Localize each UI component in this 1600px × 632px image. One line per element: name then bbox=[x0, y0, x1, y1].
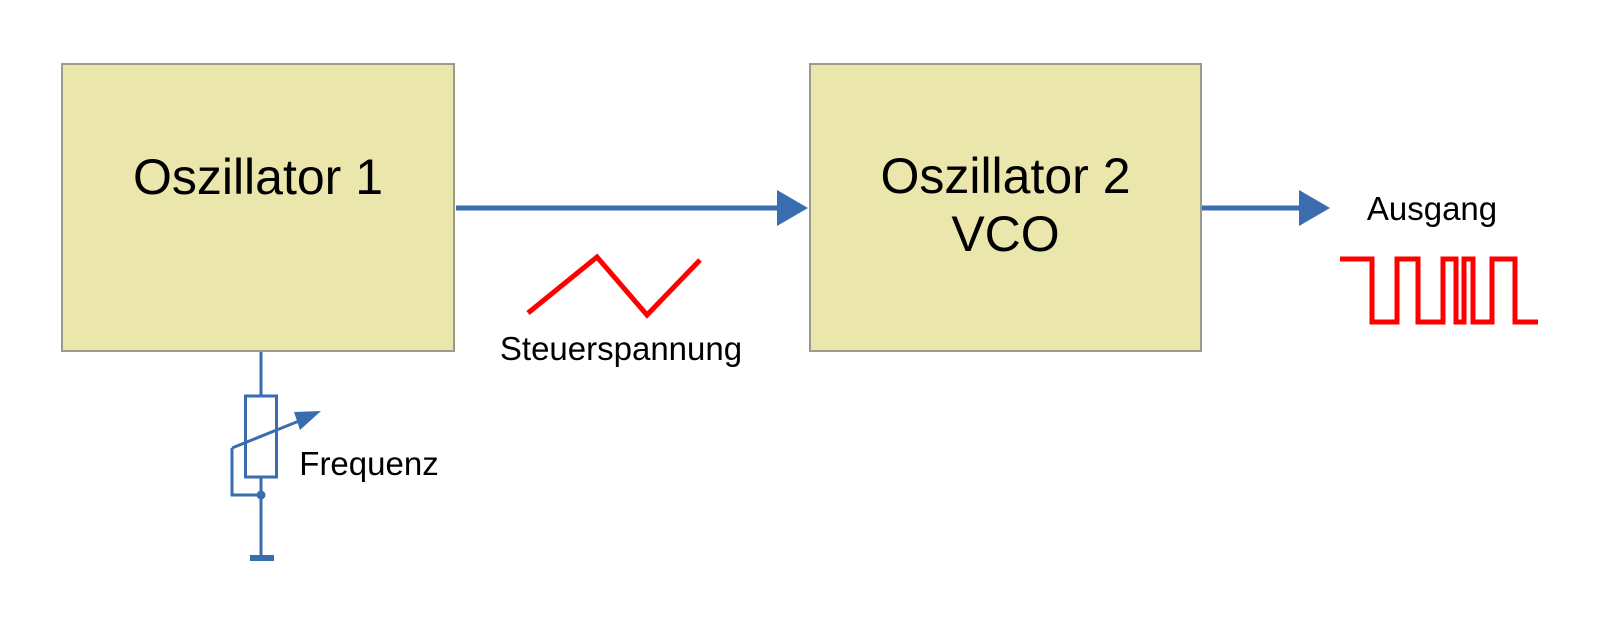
steuerspannung-label: Steuerspannung bbox=[499, 330, 743, 367]
frequenz-label: Frequenz bbox=[299, 445, 439, 482]
block-oszillator-2-label-line1: Oszillator 2 bbox=[880, 147, 1131, 204]
arrow-head-icon bbox=[777, 190, 808, 226]
block-oszillator-2-label-line2: VCO bbox=[951, 205, 1060, 262]
arrow-oszillator1-to-oszillator2 bbox=[456, 190, 808, 226]
block-oszillator-1-label: Oszillator 1 bbox=[132, 148, 384, 205]
potentiometer-icon bbox=[230, 352, 321, 561]
wiper-arrow-head-icon bbox=[294, 411, 321, 430]
wiper-return-wire bbox=[230, 448, 261, 497]
block-oszillator-2-vco: Oszillator 2 VCO bbox=[809, 63, 1202, 352]
triangle-wave-icon bbox=[526, 253, 702, 319]
wiper-line bbox=[231, 417, 305, 450]
square-wave-icon bbox=[1340, 256, 1538, 325]
block-oszillator-1: Oszillator 1 bbox=[61, 63, 455, 352]
arrow-oszillator2-to-ausgang bbox=[1202, 190, 1330, 226]
ausgang-label: Ausgang bbox=[1366, 190, 1498, 227]
arrow-head-icon bbox=[1299, 190, 1330, 226]
